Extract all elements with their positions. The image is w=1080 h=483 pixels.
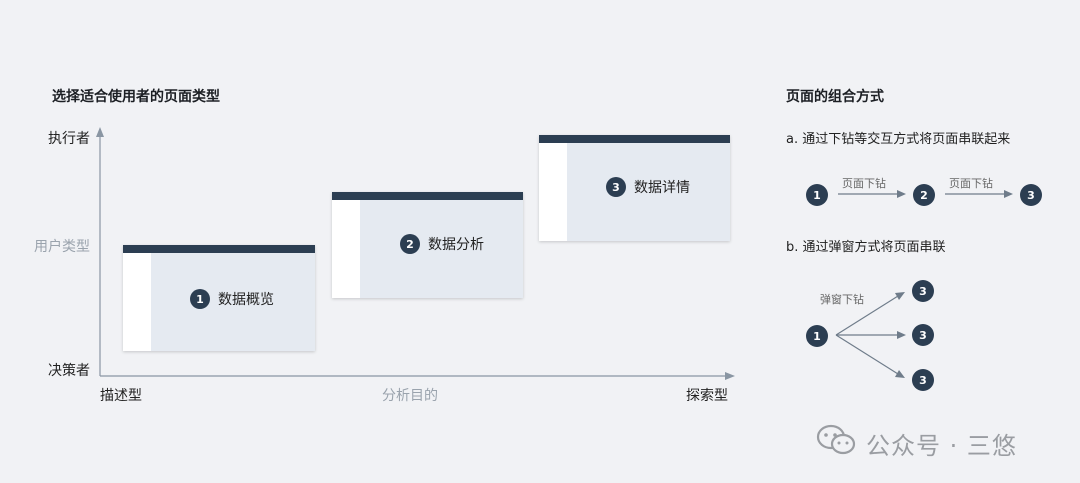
flow-b-edge-3 xyxy=(835,334,899,375)
card-title: 数据分析 xyxy=(428,237,484,253)
card-data-details: 3 数据详情 xyxy=(539,135,730,241)
card-header-bar xyxy=(123,245,315,253)
flow-a-node-1: 1 xyxy=(806,184,828,206)
flow-b-target-node-3: 3 xyxy=(912,369,934,391)
flow-a-arrowhead-2 xyxy=(1004,190,1013,198)
x-axis-mid-label: 分析目的 xyxy=(382,388,438,404)
card-header-bar xyxy=(332,192,523,200)
x-axis-left-label: 描述型 xyxy=(100,388,142,404)
card-label: 2 数据分析 xyxy=(400,234,484,254)
card-title: 数据详情 xyxy=(634,180,690,196)
step-number-badge: 1 xyxy=(190,289,210,309)
flow-b-target-node-1: 3 xyxy=(912,280,934,302)
flow-b-arrowhead-3 xyxy=(895,370,905,378)
left-title: 选择适合使用者的页面类型 xyxy=(52,89,220,105)
y-axis-arrow xyxy=(96,127,104,137)
flow-b-arrowhead-2 xyxy=(897,331,906,339)
card-side-panel xyxy=(332,200,360,298)
flow-b-arrowhead-1 xyxy=(895,292,905,300)
card-label: 1 数据概览 xyxy=(190,289,274,309)
x-axis-arrow xyxy=(725,372,735,380)
flow-a-node-2: 2 xyxy=(913,184,935,206)
x-axis-right-label: 探索型 xyxy=(686,388,728,404)
y-axis-top-label: 执行者 xyxy=(48,131,90,147)
flow-a-edge-label-1: 页面下钻 xyxy=(842,177,886,190)
y-axis-mid-label: 用户类型 xyxy=(34,239,90,255)
watermark-text: 公众号 · 三悠 xyxy=(866,431,1017,460)
wechat-icon xyxy=(816,424,856,462)
flow-b-target-node-2: 3 xyxy=(912,324,934,346)
card-data-analysis: 2 数据分析 xyxy=(332,192,523,298)
flow-a-edge-label-2: 页面下钻 xyxy=(949,177,993,190)
method-a-text: a. 通过下钻等交互方式将页面串联起来 xyxy=(786,132,1011,147)
flow-b-source-node: 1 xyxy=(806,325,828,347)
step-number-badge: 3 xyxy=(606,177,626,197)
right-title: 页面的组合方式 xyxy=(786,89,884,105)
card-side-panel xyxy=(539,143,567,241)
card-data-overview: 1 数据概览 xyxy=(123,245,315,351)
method-b-text: b. 通过弹窗方式将页面串联 xyxy=(786,240,946,255)
card-header-bar xyxy=(539,135,730,143)
step-number-badge: 2 xyxy=(400,234,420,254)
y-axis-bottom-label: 决策者 xyxy=(48,363,90,379)
flow-b-edge-1 xyxy=(835,295,899,336)
card-label: 3 数据详情 xyxy=(606,177,690,197)
flow-b-edge-label: 弹窗下钻 xyxy=(820,293,864,306)
flow-a-arrowhead-1 xyxy=(897,190,906,198)
card-side-panel xyxy=(123,253,151,351)
watermark: 公众号 · 三悠 xyxy=(816,424,1017,462)
flow-a-node-3: 3 xyxy=(1020,184,1042,206)
card-title: 数据概览 xyxy=(218,292,274,308)
